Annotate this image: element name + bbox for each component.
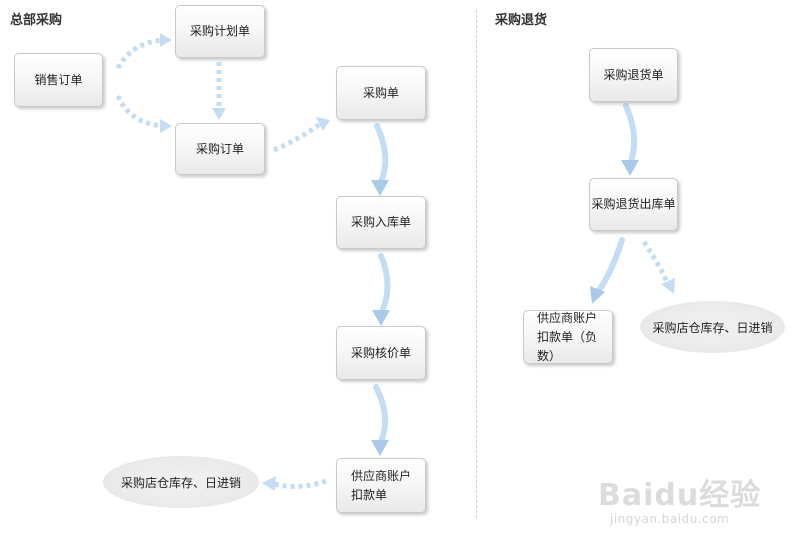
arrowhead-return-to-outbound [621,160,639,176]
arrow-outbound-to-negdeduct [595,237,625,295]
node-supplier-negative: 供应商账户 扣款单（负数） [523,310,613,364]
arrowhead-inbound-to-verify [372,310,390,326]
node-supplier-negative-line1: 供应商账户 [537,310,598,325]
node-supplier-deduct-line2: 扣款单 [351,487,388,502]
node-supplier-deduct-line1: 供应商账户 [351,468,412,483]
node-supplier-negative-line2: 扣款单（负数） [537,329,598,363]
node-store-stock-left: 采购店仓库存、日进销 [103,456,259,508]
node-purchase-order-label: 采购订单 [195,141,244,156]
node-store-stock-right-label: 采购店仓库存、日进销 [652,320,773,335]
arrow-sheet-to-inbound [374,123,389,187]
node-supplier-deduct: 供应商账户 扣款单 [336,458,426,513]
node-return-outbound-label: 采购退货出库单 [591,197,676,211]
section-title-return: 采购退货 [495,13,548,28]
arrowhead-sheet-to-inbound [371,180,389,196]
watermark-logo: Baidu经验 [598,478,762,513]
watermark-url: jingyan.baidu.com [610,512,730,526]
node-store-stock-left-label: 采购店仓库存、日进销 [120,475,241,490]
node-purchase-order: 采购订单 [175,123,265,175]
node-sales-order: 销售订单 [14,53,103,107]
node-purchase-verify: 采购核价单 [336,326,426,380]
arrowhead-verify-to-deduct [371,440,389,456]
arrow-order-to-sheet [273,121,322,153]
arrowhead-deduct-to-stock [262,476,276,491]
arrow-deduct-to-stock [273,478,327,489]
arrowhead-plan-to-order [212,108,226,120]
arrowhead-sales-to-order [160,119,172,133]
arrow-verify-to-deduct [373,384,389,447]
node-purchase-inbound: 采购入库单 [336,196,426,249]
node-return-outbound: 采购退货出库单 [589,178,678,231]
arrowhead-outbound-to-negdeduct [590,286,605,304]
node-purchase-verify-label: 采购核价单 [350,345,411,360]
arrow-inbound-to-verify [378,253,391,317]
arrow-outbound-to-stock [641,240,671,286]
section-divider [476,10,477,518]
node-purchase-plan: 采购计划单 [175,5,265,58]
node-purchase-plan-label: 采购计划单 [189,24,250,38]
arrow-return-to-outbound [623,103,638,167]
node-store-stock-right: 采购店仓库存、日进销 [640,301,785,353]
node-purchase-inbound-label: 采购入库单 [350,215,411,229]
arrowhead-outbound-to-stock [661,278,675,294]
arrow-sales-to-plan [115,37,165,70]
arrowhead-order-to-sheet [316,117,330,131]
node-purchase-sheet: 采购单 [336,66,426,120]
node-return-sheet: 采购退货单 [589,48,678,102]
node-purchase-sheet-label: 采购单 [362,85,399,100]
node-sales-order-label: 销售订单 [34,72,83,87]
node-return-sheet-label: 采购退货单 [603,67,664,82]
arrow-sales-to-order [115,94,165,129]
section-title-hq: 总部采购 [10,13,63,28]
arrowhead-sales-to-plan [160,33,172,47]
